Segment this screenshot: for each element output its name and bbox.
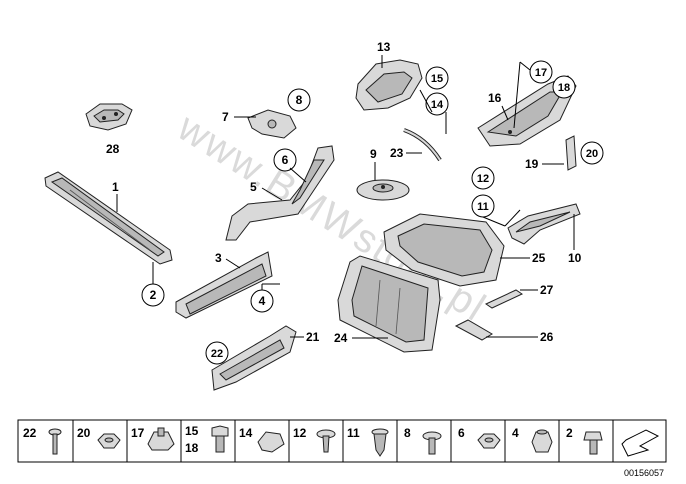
part-13-cover[interactable] — [355, 59, 423, 111]
callout-13: 13 — [377, 40, 391, 54]
callout-26: 26 — [540, 330, 554, 344]
part-9-disc[interactable] — [356, 179, 410, 201]
legend-22: 22 — [23, 426, 37, 440]
callout-circle-17 — [529, 60, 553, 84]
callout-circle-14 — [425, 92, 449, 116]
callout-6: 6 — [282, 153, 289, 167]
callout-17: 17 — [535, 67, 547, 79]
legend-12: 12 — [293, 426, 307, 440]
legend-2: 2 — [566, 426, 573, 440]
legend-6: 6 — [458, 426, 465, 440]
callout-19: 19 — [525, 157, 539, 171]
callout-circle-15 — [425, 66, 449, 90]
part-28-bracket[interactable] — [85, 103, 133, 131]
screw-8-icon — [422, 431, 442, 455]
nut-4-icon — [531, 429, 553, 453]
callout-10: 10 — [568, 251, 582, 265]
bolt-22-icon — [48, 428, 62, 455]
part-19-bracket[interactable] — [565, 135, 577, 171]
callout-27: 27 — [540, 283, 554, 297]
callout-18: 18 — [558, 82, 570, 94]
callout-20: 20 — [586, 148, 598, 160]
callout-14: 14 — [431, 99, 444, 111]
bolt-15-icon — [211, 425, 229, 453]
callout-23: 23 — [390, 146, 404, 160]
legend-18: 18 — [185, 441, 199, 455]
callout-1: 1 — [112, 180, 119, 194]
callout-16: 16 — [488, 91, 502, 105]
callout-25: 25 — [532, 251, 546, 265]
callout-22: 22 — [211, 348, 223, 360]
callout-8: 8 — [296, 93, 303, 107]
part-27-strip[interactable] — [484, 289, 524, 309]
callout-circle-6 — [273, 148, 297, 172]
part-10-trim[interactable] — [507, 203, 581, 245]
callout-21: 21 — [306, 330, 320, 344]
clip-14-icon — [257, 431, 285, 453]
callout-circle-20 — [580, 141, 604, 165]
callout-circle-22 — [205, 341, 229, 365]
part-1-rail[interactable] — [44, 171, 173, 265]
part-3-tray[interactable] — [175, 251, 273, 319]
part-24-partition[interactable] — [337, 255, 441, 353]
expanding-rivet-11-icon — [371, 428, 389, 457]
callout-3: 3 — [215, 251, 222, 265]
callout-7: 7 — [222, 110, 229, 124]
legend-15: 15 — [185, 424, 199, 438]
direction-arrow-icon — [621, 429, 660, 457]
legend-17: 17 — [131, 426, 145, 440]
part-7-bracket[interactable] — [247, 109, 297, 139]
callout-15: 15 — [431, 73, 443, 85]
callout-circle-8 — [287, 88, 311, 112]
part-16-cover[interactable] — [477, 75, 577, 147]
part-23-hose[interactable] — [403, 128, 442, 162]
part-25-tub[interactable] — [383, 213, 505, 287]
callout-9: 9 — [370, 147, 377, 161]
legend-8: 8 — [404, 426, 411, 440]
legend-11: 11 — [347, 426, 360, 440]
callout-12: 12 — [477, 173, 489, 185]
nut-6-icon — [477, 433, 501, 449]
bolt-2-icon — [583, 431, 603, 455]
callout-24: 24 — [334, 331, 348, 345]
nut-20-icon — [97, 433, 121, 449]
callout-11: 11 — [477, 201, 489, 213]
part-21-bracket[interactable] — [211, 325, 297, 391]
rivet-12-icon — [316, 429, 336, 453]
callout-circle-12 — [471, 166, 495, 190]
part-5-duct[interactable] — [225, 145, 335, 241]
legend-4: 4 — [512, 426, 519, 440]
fastener-legend: 22 20 17 15 18 14 12 — [17, 419, 667, 463]
callout-circle-18 — [552, 75, 576, 99]
legend-14: 14 — [239, 426, 253, 440]
legend-20: 20 — [77, 426, 91, 440]
callout-28: 28 — [106, 142, 120, 156]
part-26-strip[interactable] — [454, 319, 493, 341]
callout-5: 5 — [250, 180, 257, 194]
callout-circle-2 — [141, 283, 165, 307]
clip-17-icon — [147, 427, 175, 451]
callout-2: 2 — [150, 288, 157, 302]
document-number: 00156057 — [624, 468, 664, 478]
callout-4: 4 — [259, 294, 266, 308]
